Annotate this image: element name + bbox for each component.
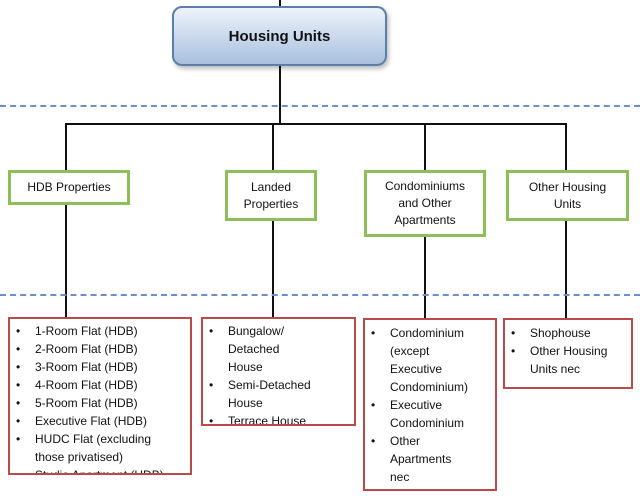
connector-horizontal [65,123,566,125]
list-item: Condominium (except Executive Condominiu… [365,324,491,396]
category-label: Condominiums and Other Apartments [384,179,466,227]
category-condominiums: Condominiums and Other Apartments [364,170,486,237]
connector-cat4-down [565,220,567,318]
connector-cat1-up [65,123,67,171]
separator-lower [0,294,640,296]
root-label: Housing Units [228,27,331,45]
list-item: 4-Room Flat (HDB) [10,376,180,394]
connector-cat3-down [424,236,426,318]
category-landed-properties: Landed Properties [225,170,317,221]
list-item: Other Apartments nec [365,432,491,486]
connector-cat2-down [272,220,274,317]
list-item: 1-Room Flat (HDB) [10,322,180,340]
category-label: Other Housing Units [528,179,607,211]
list-item: Executive Condominium [365,396,491,432]
category-other-housing-units: Other Housing Units [506,170,629,221]
list-other-housing-units: Shophouse Other Housing Units nec [503,318,633,389]
list-item: Other Housing Units nec [505,342,627,378]
list-item: HUDC Flat (excluding those privatised) [10,430,180,466]
list-item: 5-Room Flat (HDB) [10,394,180,412]
connector-root-down [279,66,281,124]
list-item: 2-Room Flat (HDB) [10,340,180,358]
connector-root-top [279,0,281,8]
connector-cat4-up [565,123,567,171]
category-hdb-properties: HDB Properties [8,170,130,205]
list-item: 3-Room Flat (HDB) [10,358,180,376]
connector-cat3-up [424,123,426,171]
list-hdb-properties: 1-Room Flat (HDB) 2-Room Flat (HDB) 3-Ro… [8,317,192,475]
separator-upper [0,105,640,107]
list-item: Executive Flat (HDB) [10,412,180,430]
list-item: Studio Apartment (HDB) [10,466,180,473]
list-item: Shophouse [505,324,627,342]
connector-cat1-down [65,204,67,317]
list-item: Semi-Detached House [203,376,346,412]
root-node: Housing Units [172,6,387,66]
list-condominiums: Condominium (except Executive Condominiu… [363,318,497,491]
list-item: Bungalow/ Detached House [203,322,346,376]
category-label: Landed Properties [243,179,299,211]
list-item: Terrace House [203,412,346,424]
connector-cat2-up [272,123,274,171]
list-landed-properties: Bungalow/ Detached House Semi-Detached H… [201,317,356,426]
category-label: HDB Properties [27,180,111,194]
